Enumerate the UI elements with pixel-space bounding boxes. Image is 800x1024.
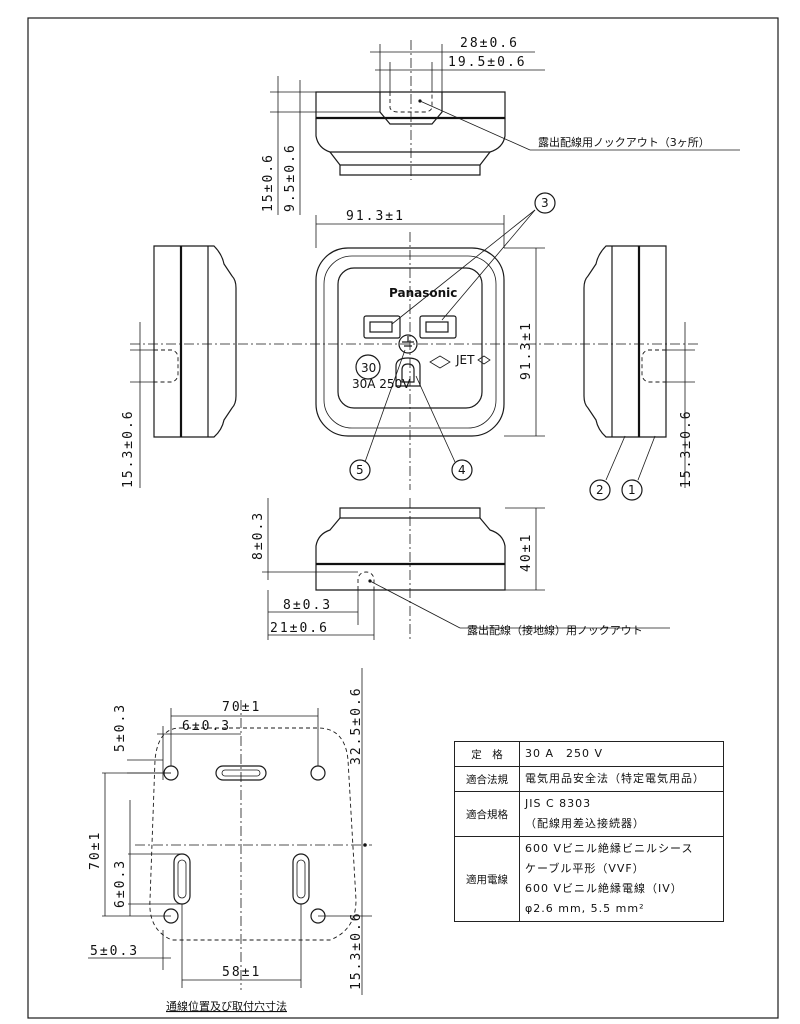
pse-mark-icon xyxy=(429,355,451,369)
mounting-view xyxy=(88,668,372,995)
rating-text: 30A 250V xyxy=(352,377,411,391)
callout-5-label: 5 xyxy=(356,463,364,477)
left-side-view xyxy=(130,245,237,488)
outlet-slot-left xyxy=(363,315,401,339)
callout-3 xyxy=(534,192,556,214)
mount-dim-slot: 6±0.3 xyxy=(182,719,231,734)
spec-key: 適合法規 xyxy=(454,766,520,792)
spec-key: 定 格 xyxy=(454,741,520,767)
bottom-dim-a: 8±0.3 xyxy=(283,598,332,613)
callout-2-label: 2 xyxy=(596,483,604,497)
right-side-view xyxy=(583,245,695,488)
callout-1 xyxy=(621,479,643,501)
mount-dim-left-top: 5±0.3 xyxy=(113,703,128,752)
ground-pin-hole xyxy=(395,357,421,387)
callout-5 xyxy=(349,459,371,481)
spec-value-line: ケーブル平形（VVF） xyxy=(525,862,645,875)
spec-value: JIS C 8303 （配線用差込接続器） xyxy=(519,791,724,837)
jet-text: JET xyxy=(455,353,475,367)
mount-dim-bottom: 58±1 xyxy=(222,965,261,980)
rating-number: 30 xyxy=(361,361,376,375)
callouts xyxy=(349,192,643,501)
bottom-dim-top-offset: 8±0.3 xyxy=(251,511,266,560)
callout-1-label: 1 xyxy=(628,483,636,497)
bottom-dim-height: 40±1 xyxy=(519,533,534,572)
spec-value-line: 30 A 250 V xyxy=(525,747,604,760)
top-dim-height-outer: 15±0.6 xyxy=(261,153,276,212)
spec-value: 30 A 250 V xyxy=(519,741,724,767)
spec-row-wire: 適用電線 600 Vビニル絶縁ビニルシース ケーブル平形（VVF） 600 Vビ… xyxy=(454,836,724,922)
top-dim-width-outer: 28±0.6 xyxy=(460,36,519,51)
mount-dim-bottom-left: 5±0.3 xyxy=(90,944,139,959)
mount-dim-top: 70±1 xyxy=(222,700,261,715)
bottom-dim-b: 21±0.6 xyxy=(270,621,329,636)
front-view xyxy=(130,209,700,490)
front-dim-height: 91.3±1 xyxy=(519,321,534,380)
left-side-dim: 15.3±0.6 xyxy=(121,409,136,488)
callout-2 xyxy=(589,479,611,501)
mount-dim-right-bottom: 15.3±0.6 xyxy=(349,911,364,990)
spec-value-line: 600 Vビニル絶縁ビニルシース xyxy=(525,842,694,855)
spec-value-line: JIS C 8303 xyxy=(525,797,592,810)
callout-3-label: 3 xyxy=(541,196,549,210)
earth-terminal xyxy=(398,334,418,354)
top-view xyxy=(270,40,740,215)
spec-row-standard: 適合規格 JIS C 8303 （配線用差込接続器） xyxy=(454,791,724,837)
spec-value-line: φ2.6 mm, 5.5 mm² xyxy=(525,902,645,915)
spec-value-line: 600 Vビニル絶縁電線（IV） xyxy=(525,882,683,895)
mount-caption: 通線位置及び取付穴寸法 xyxy=(166,999,287,1013)
right-side-dim: 15.3±0.6 xyxy=(679,409,694,488)
spec-value-line: 電気用品安全法（特定電気用品） xyxy=(525,772,705,785)
mount-dim-left-slot: 6±0.3 xyxy=(113,859,128,908)
mount-dim-right-top: 32.5±0.6 xyxy=(349,686,364,765)
spec-table: 定 格 30 A 250 V 適合法規 電気用品安全法（特定電気用品） 適合規格… xyxy=(454,741,724,922)
rating-circle xyxy=(355,354,381,380)
outlet-slot-right xyxy=(419,315,457,339)
bottom-view xyxy=(262,498,670,640)
spec-value: 電気用品安全法（特定電気用品） xyxy=(519,766,724,792)
spec-value: 600 Vビニル絶縁ビニルシース ケーブル平形（VVF） 600 Vビニル絶縁電… xyxy=(519,836,724,922)
top-knockout-note: 露出配線用ノックアウト（3ヶ所） xyxy=(538,135,710,149)
spec-value-line: （配線用差込接続器） xyxy=(525,817,645,830)
mount-dim-left: 70±1 xyxy=(88,831,103,870)
callout-4 xyxy=(451,459,473,481)
callout-4-label: 4 xyxy=(458,463,466,477)
brand-label: Panasonic xyxy=(389,286,457,300)
drawing-frame xyxy=(27,17,779,1019)
spec-key: 適合規格 xyxy=(454,791,520,837)
spec-row-rating: 定 格 30 A 250 V xyxy=(454,741,724,767)
jet-mark-icon xyxy=(477,355,491,365)
front-dim-width: 91.3±1 xyxy=(346,209,405,224)
top-dim-height-inner: 9.5±0.6 xyxy=(283,143,298,212)
spec-row-law: 適合法規 電気用品安全法（特定電気用品） xyxy=(454,766,724,792)
top-dim-width-inner: 19.5±0.6 xyxy=(448,55,527,70)
bottom-knockout-note: 露出配線（接地線）用ノックアウト xyxy=(467,623,643,637)
spec-key: 適用電線 xyxy=(454,836,520,922)
